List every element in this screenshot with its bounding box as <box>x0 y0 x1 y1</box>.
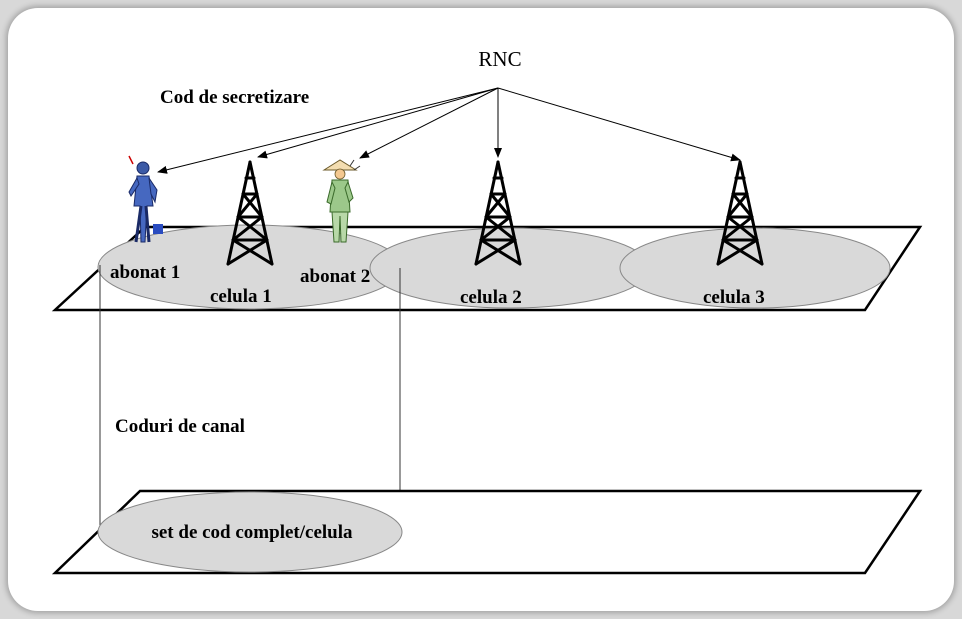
cell-3-label: celula 3 <box>703 287 765 308</box>
code-set-label: set de cod complet/celula <box>151 522 353 543</box>
arrow-to-tower-1 <box>257 87 499 159</box>
arrow-to-tower-3 <box>497 87 741 162</box>
rnc-label: RNC <box>478 47 521 71</box>
businessman-icon <box>128 155 163 243</box>
antenna-tower-icon <box>226 160 274 266</box>
scrambling-code-label: Cod de secretizare <box>160 87 309 108</box>
subscriber-1-label: abonat 1 <box>110 262 180 283</box>
cell-2-label: celula 2 <box>460 287 522 308</box>
antenna-tower-icon <box>474 160 522 266</box>
cell-1-label: celula 1 <box>210 286 272 307</box>
channel-codes-label: Coduri de canal <box>115 416 245 437</box>
subscriber-2-label: abonat 2 <box>300 266 370 287</box>
arrow-to-subscriber-2 <box>359 87 499 159</box>
code-set-area <box>97 491 403 573</box>
farmer-icon <box>322 159 361 243</box>
antenna-tower-icon <box>716 160 764 266</box>
arrow-to-subscriber-1 <box>157 87 499 174</box>
